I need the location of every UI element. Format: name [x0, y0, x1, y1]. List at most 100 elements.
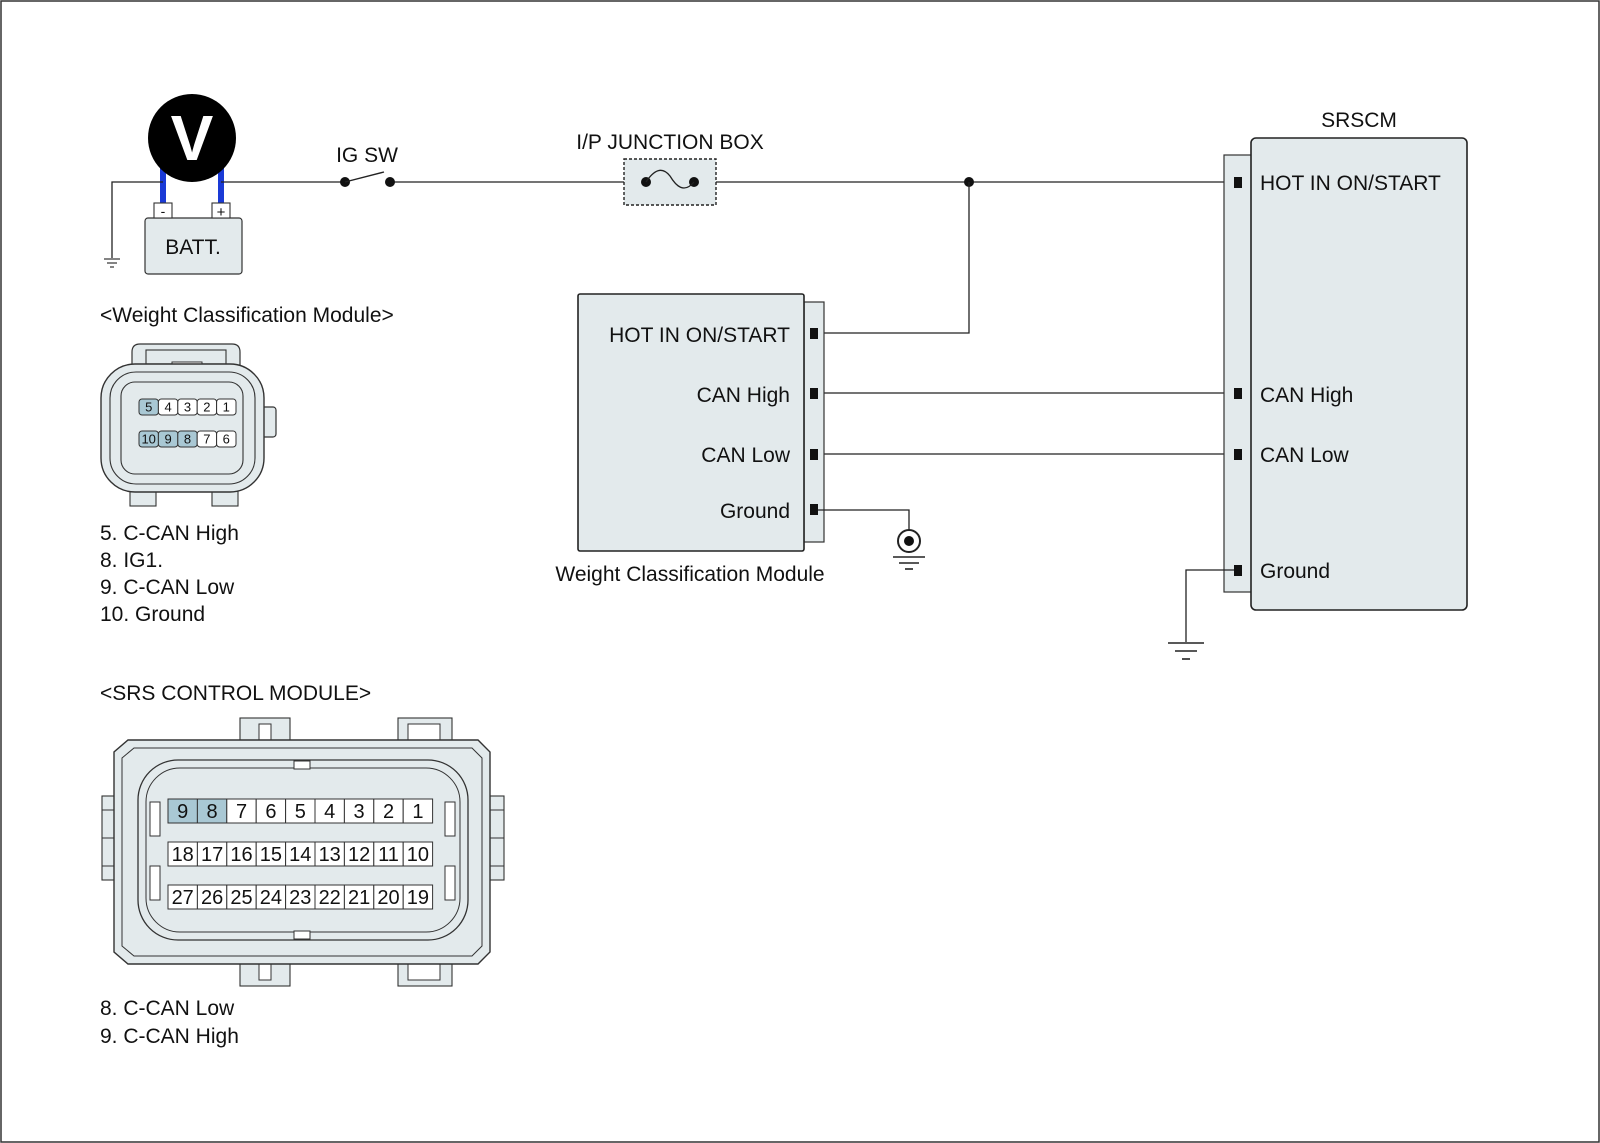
- srscm-pin-ground: [1234, 565, 1242, 576]
- wcm-pin-hot: [810, 328, 818, 339]
- srscm-label-can-low: CAN Low: [1260, 444, 1350, 467]
- battery-negative-terminal: [153, 202, 173, 219]
- connector-pin-cell: [343, 884, 375, 910]
- connector-pin-number: 20: [377, 887, 399, 909]
- connector-pin-number: 22: [319, 887, 341, 909]
- srscm-pin-can-low: [1234, 449, 1242, 460]
- wcm-legend-line: 9. C-CAN Low: [100, 576, 235, 599]
- connector-pin-cell: [373, 841, 404, 867]
- connector-pin-number: 13: [319, 844, 341, 866]
- srscm-ground-wire: [1185, 569, 1234, 642]
- srscm-label-can-high: CAN High: [1260, 384, 1353, 407]
- srscm-pin-hot: [1234, 177, 1242, 188]
- srscm-title: SRSCM: [1321, 109, 1397, 132]
- voltmeter-icon: [148, 94, 236, 182]
- junction-box-label: I/P JUNCTION BOX: [576, 131, 763, 154]
- connector-pin-cell: [402, 884, 434, 910]
- wcm-legend-line: 10. Ground: [100, 603, 205, 626]
- voltmeter-symbol: V: [171, 102, 214, 174]
- srs-legend-line: 9. C-CAN High: [100, 1025, 239, 1048]
- battery-positive-sign: +: [217, 204, 226, 221]
- connector-pin-number: 10: [407, 844, 429, 866]
- connector-pin-cell: [196, 841, 228, 867]
- battery: - + BATT.: [144, 202, 243, 275]
- connector-pin-cell: [226, 841, 257, 867]
- connector-pin-cell: [255, 798, 287, 824]
- connector-pin-cell: [196, 798, 228, 824]
- connector-pin-number: 2: [383, 801, 394, 823]
- connector-pin-cell: [314, 884, 345, 910]
- connector-pin-number: 24: [260, 887, 282, 909]
- connector-pin-number: 14: [289, 844, 311, 866]
- connector-pin-number: 5: [145, 400, 152, 415]
- connector-pin-number: 11: [378, 844, 399, 866]
- wcm-label-ground: Ground: [720, 500, 790, 523]
- wcm-power-wire: [818, 182, 970, 334]
- connector-pin-number: 9: [164, 432, 171, 447]
- wcm-pin-can-low: [810, 449, 818, 460]
- connector-pin-number: 27: [172, 887, 194, 909]
- connector-pin-number: 26: [201, 887, 223, 909]
- srscm-connector-strip: [1223, 154, 1253, 593]
- wcm-label-can-low: CAN Low: [701, 444, 791, 467]
- battery-body: [144, 217, 243, 275]
- srscm-body: [1250, 137, 1468, 611]
- connector-pin-number: 19: [407, 887, 429, 909]
- connector-pin-number: 9: [177, 801, 188, 823]
- connector-pin-cell: [343, 798, 375, 824]
- connector-pin-number: 5: [295, 801, 306, 823]
- srscm-ground-icon: [1168, 642, 1204, 660]
- junction-box-outline: [623, 158, 717, 206]
- connector-pin-number: 10: [141, 432, 155, 447]
- connector-pin-number: 7: [203, 432, 210, 447]
- wcm-legend-line: 8. IG1.: [100, 549, 163, 572]
- eyelet-ground-icon: [893, 529, 925, 570]
- connector-pin-cell: [402, 798, 434, 824]
- connector-pin-number: 23: [289, 887, 311, 909]
- ignition-switch: IG SW: [336, 144, 398, 187]
- chassis-ground-icon: [104, 258, 120, 268]
- srs-connector-title: <SRS CONTROL MODULE>: [100, 682, 371, 705]
- ig-switch-contact-b: [385, 177, 395, 187]
- connector-pin-number: 2: [203, 400, 210, 415]
- connector-pin-cell: [167, 841, 198, 867]
- battery-positive-terminal: [211, 202, 231, 219]
- connector-pin-number: 7: [236, 801, 247, 823]
- connector-pin-number: 6: [265, 801, 276, 823]
- connector-pin-number: 3: [184, 400, 191, 415]
- connector-pin-cell: [255, 884, 287, 910]
- connector-pin-cell: [167, 798, 198, 824]
- wcm-label-hot: HOT IN ON/START: [609, 324, 790, 347]
- connector-pin-cell: [314, 841, 345, 867]
- connector-pin-number: 12: [348, 844, 370, 866]
- srscm-label-ground: Ground: [1260, 560, 1330, 583]
- connector-pin-number: 25: [230, 887, 252, 909]
- connector-pin-number: 8: [207, 801, 218, 823]
- srs-legend-line: 8. C-CAN Low: [100, 997, 235, 1020]
- connector-pin-cell: [196, 884, 228, 910]
- srscm-module: SRSCM HOT IN ON/START CAN High CAN Low G…: [1223, 109, 1468, 611]
- srscm-label-hot: HOT IN ON/START: [1260, 172, 1441, 195]
- wcm-pin-can-high: [810, 388, 818, 399]
- wcm-legend-line: 5. C-CAN High: [100, 522, 239, 545]
- junction-box-fuse: I/P JUNCTION BOX: [576, 131, 764, 206]
- wcm-ground-wire: [818, 509, 910, 530]
- ig-switch-blade: [344, 171, 385, 183]
- wcm-body: [577, 293, 805, 552]
- battery-ground-wire: [111, 181, 163, 258]
- connector-pin-number: 8: [184, 432, 191, 447]
- connector-pin-cell: [373, 884, 404, 910]
- connector-pin-number: 4: [324, 801, 335, 823]
- wcm-label-can-high: CAN High: [697, 384, 790, 407]
- connector-pin-cell: [216, 430, 237, 448]
- connector-pin-number: 4: [164, 400, 171, 415]
- connector-pin-number: 3: [354, 801, 365, 823]
- battery-negative-sign: -: [161, 203, 166, 219]
- connector-pin-number: 16: [230, 844, 252, 866]
- connector-pin-number: 17: [201, 844, 223, 866]
- srscm-pin-can-high: [1234, 388, 1242, 399]
- connector-pin-number: 1: [223, 400, 230, 415]
- connector-pin-number: 1: [412, 801, 423, 823]
